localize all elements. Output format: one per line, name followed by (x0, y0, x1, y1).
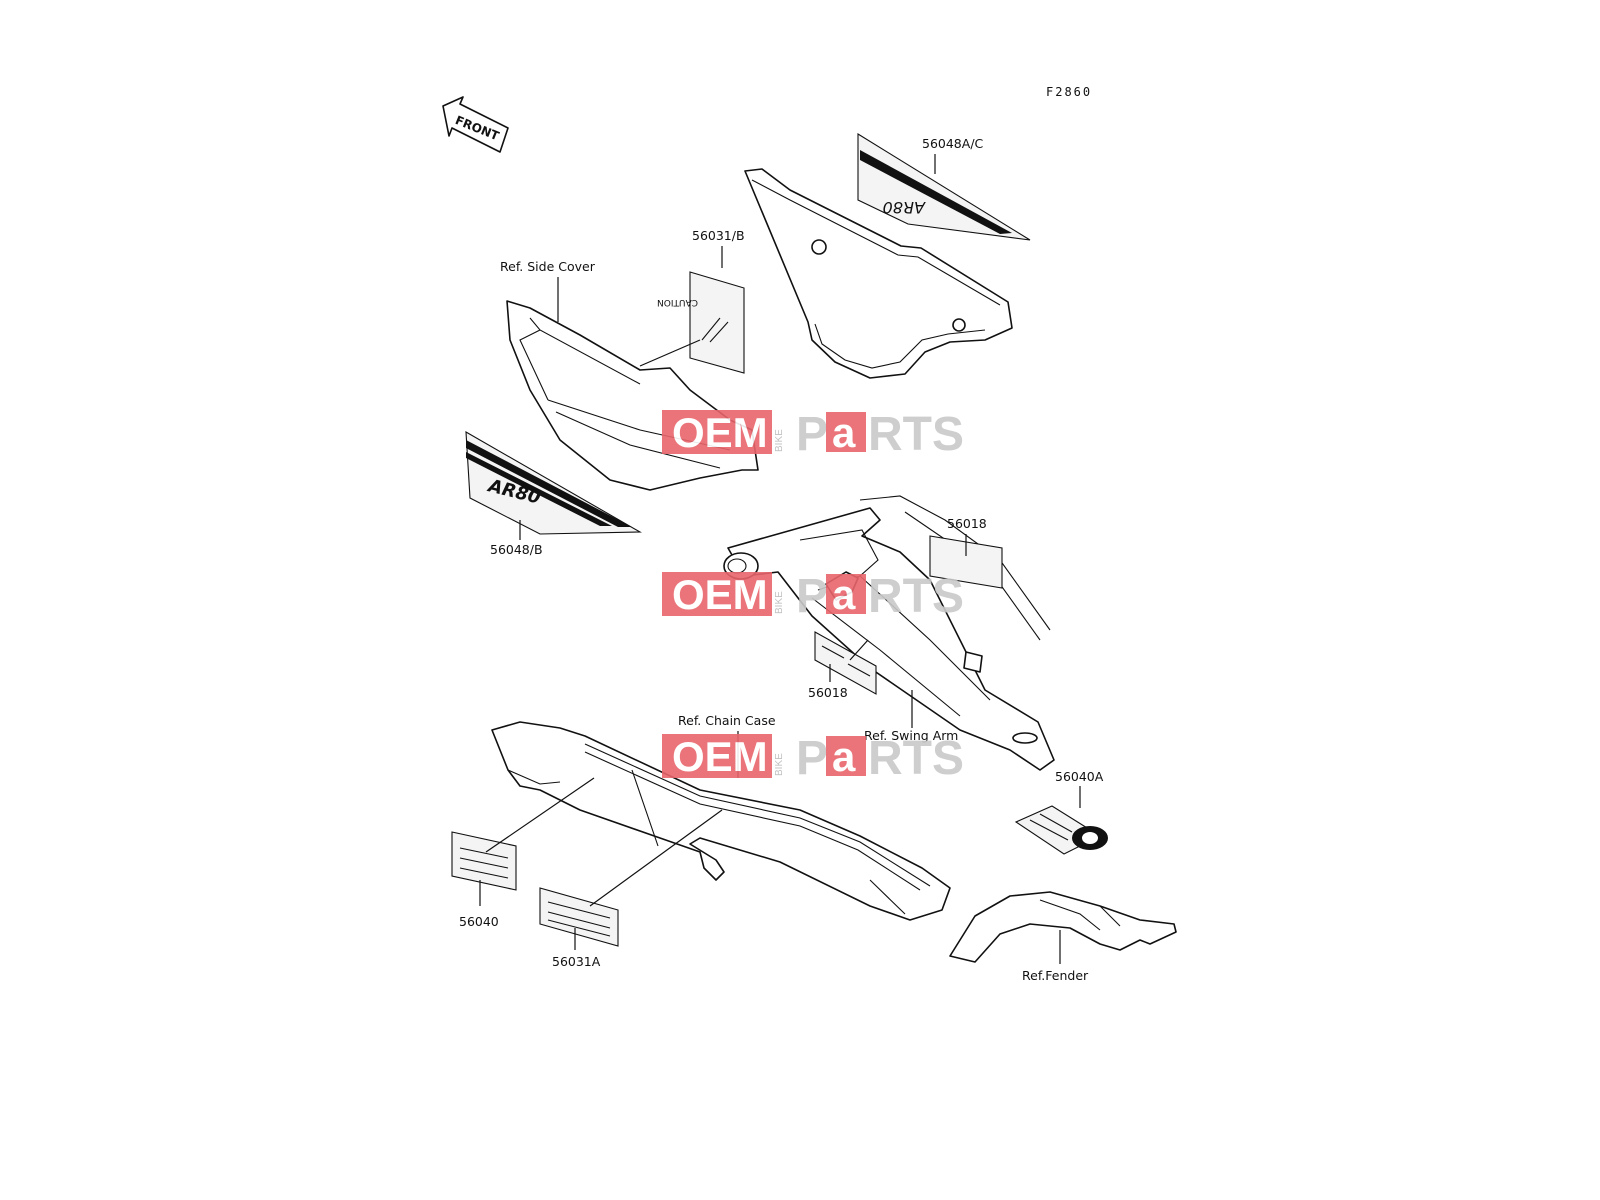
decal-56031b: CAUTION (657, 271, 745, 374)
label-ref-side-cover: Ref. Side Cover (500, 259, 596, 274)
label-ref-chain-case: Ref. Chain Case (678, 713, 776, 728)
svg-text:OEM: OEM (672, 733, 768, 780)
svg-text:RTS: RTS (868, 408, 964, 461)
decal-56018-upper (929, 535, 1003, 589)
label-56048b: 56048/B (490, 542, 543, 557)
label-56048ac: 56048A/C (922, 136, 984, 151)
svg-text:RTS: RTS (868, 570, 964, 623)
decal-ar80-upper-text: AR80 (883, 198, 926, 217)
svg-text:a: a (832, 571, 856, 618)
watermark-1: OEM BIKE P a RTS (662, 408, 964, 461)
decal-caution-text: CAUTION (657, 297, 698, 307)
svg-text:BIKE: BIKE (774, 429, 785, 452)
decal-56031a (539, 887, 619, 947)
svg-text:BIKE: BIKE (774, 591, 785, 614)
label-56018-upper: 56018 (947, 516, 987, 531)
label-ref-swing-arm: Ref. Swing Arm (864, 728, 958, 743)
svg-text:OEM: OEM (672, 571, 768, 618)
decal-56040a (1014, 805, 1108, 855)
front-arrow-icon: FRONT (442, 96, 509, 153)
label-56031b: 56031/B (692, 228, 745, 243)
label-56040a: 56040A (1055, 769, 1104, 784)
svg-text:P: P (796, 570, 828, 623)
svg-text:RTS: RTS (868, 732, 964, 785)
diagram-code: F2860 (1046, 85, 1092, 99)
label-56031a: 56031A (552, 954, 601, 969)
watermark-3: OEM BIKE P a RTS (662, 732, 964, 785)
decal-56048b: AR80 (465, 431, 642, 535)
watermark-2: OEM BIKE P a RTS (662, 570, 964, 623)
label-56018-lower: 56018 (808, 685, 848, 700)
chain-case (491, 721, 951, 921)
decal-56048ac: AR80 (857, 133, 1031, 241)
decal-56018-lower (814, 631, 877, 695)
svg-text:a: a (832, 733, 856, 780)
label-56040: 56040 (459, 914, 499, 929)
svg-text:BIKE: BIKE (774, 753, 785, 776)
svg-text:OEM: OEM (672, 409, 768, 456)
svg-text:P: P (796, 408, 828, 461)
svg-text:P: P (796, 732, 828, 785)
side-cover-right (744, 168, 1013, 379)
fender (949, 891, 1177, 963)
decal-56040 (451, 831, 517, 891)
label-ref-fender: Ref.Fender (1022, 968, 1089, 983)
svg-text:a: a (832, 409, 856, 456)
